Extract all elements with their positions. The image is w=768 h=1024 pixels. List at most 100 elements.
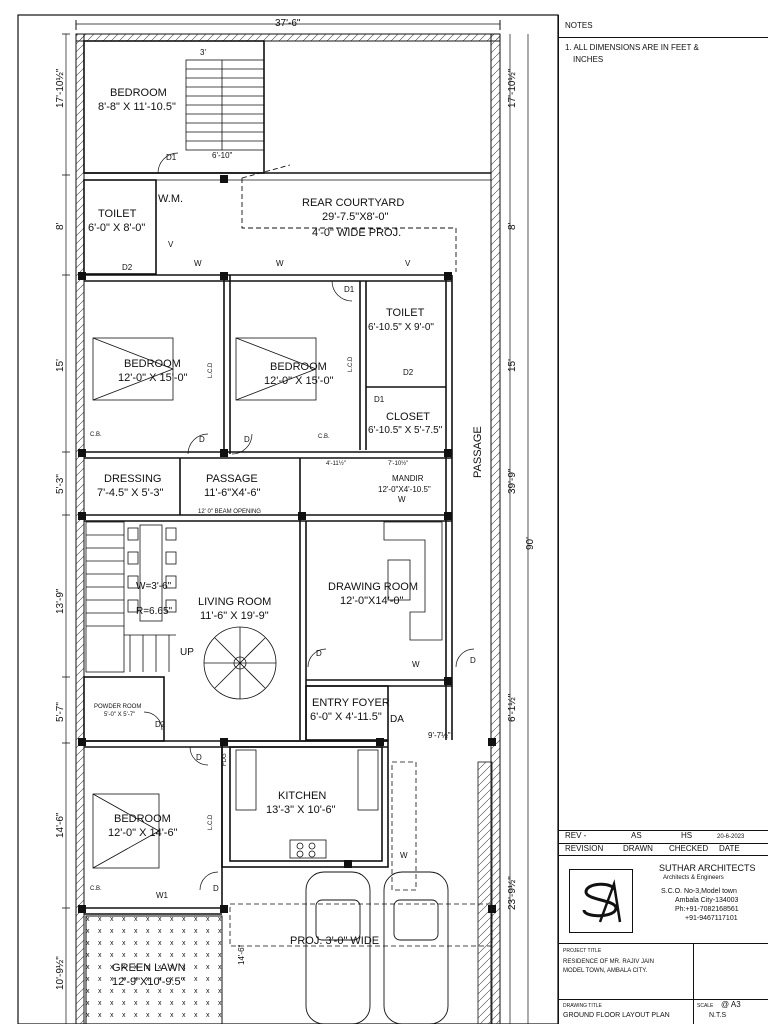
stair-up-label: UP <box>180 647 194 658</box>
rev-h2: DRAWN <box>623 844 653 853</box>
tag-d1-top: D1 <box>166 153 177 162</box>
right-dim-2: 8' <box>507 222 518 230</box>
staircase-top <box>185 59 265 151</box>
tag-lcd-1: L.C.D <box>208 362 214 378</box>
tag-d-passage: D <box>470 656 476 665</box>
project-line2: MODEL TOWN, AMBALA CITY. <box>563 968 648 974</box>
right-dim-3: 15' <box>507 359 518 372</box>
note-item-1b: INCHES <box>573 55 604 64</box>
right-dim-1: 17'-10½" <box>507 68 518 108</box>
left-dim-7: 14'-6" <box>55 812 66 838</box>
left-dim-5: 13'-9" <box>55 588 66 614</box>
tag-w-drawing: W <box>412 660 420 669</box>
tag-d-drawing: D <box>316 649 322 658</box>
scale-value: @ A3 <box>721 1000 741 1009</box>
room-labels: BEDROOM 8'-8" X 11'-10.5" TOILET 6'-0" X… <box>88 87 484 988</box>
title-block: NOTES 1. ALL DIMENSIONS ARE IN FEET & IN… <box>558 15 768 1024</box>
passage-mid-name: PASSAGE <box>206 473 258 485</box>
closet-name: CLOSET <box>386 411 430 423</box>
side-passage-hatch <box>477 761 493 1024</box>
overall-depth-text: 90' <box>525 537 536 550</box>
interior-walls <box>83 40 491 915</box>
project-line1: RESIDENCE OF MR. RAJIV JAIN <box>563 959 655 965</box>
firm-name: SUTHAR ARCHITECTS <box>659 863 756 873</box>
tag-w-mandir: W <box>398 495 406 504</box>
dim-610: 6'-10" <box>212 151 233 160</box>
tag-d2-toilet: D2 <box>122 263 133 272</box>
bedroom-a-name: BEDROOM <box>124 358 181 370</box>
firm-ph1: Ph:+91-7082168561 <box>675 906 739 913</box>
firm-addr1: S.C.O. No-3,Model town <box>661 888 737 895</box>
rear-courtyard-outline <box>241 164 457 272</box>
door-swings <box>143 152 475 891</box>
firm-tagline: Architects & Engineers <box>663 875 724 881</box>
passage-side-label: PASSAGE <box>472 426 484 478</box>
powder-room-name: POWDER ROOM <box>94 704 141 710</box>
closet-size: 6'-10.5" X 5'-7.5" <box>368 425 443 436</box>
toilet-right-name: TOILET <box>386 307 425 319</box>
left-dim-4: 5'-3" <box>55 474 66 494</box>
drawing-title: GROUND FLOOR LAYOUT PLAN <box>563 1012 670 1019</box>
bedroom-top-size: 8'-8" X 11'-10.5" <box>98 101 176 113</box>
tag-fdg: FDG <box>222 753 228 766</box>
tag-v-1: V <box>168 240 174 249</box>
outer-walls <box>75 33 501 1024</box>
green-lawn-name: GREEN LAWN <box>112 962 186 974</box>
firm-ph2: +91-9467117101 <box>685 915 738 922</box>
dim-3: 3' <box>200 48 206 57</box>
rev-as: AS <box>631 831 642 840</box>
right-dim-6: 23'-9½" <box>507 876 518 910</box>
tag-d-b: D <box>244 435 250 444</box>
right-dim-5: 6'-1½" <box>507 693 518 722</box>
columns <box>78 175 496 913</box>
dim-972: 9'-7½" <box>428 731 451 740</box>
project-label: PROJECT TITLE <box>563 948 602 954</box>
rev-hs: HS <box>681 831 693 840</box>
tag-d-a: D <box>199 435 205 444</box>
dim-4115: 4'-11½" <box>326 460 346 467</box>
overall-width-dim: 37'-6" <box>75 18 501 30</box>
tag-lcd-2: L.C.D <box>348 356 354 372</box>
tag-d1-bed: D1 <box>344 285 355 294</box>
left-dim-3: 15' <box>55 359 66 372</box>
proj-label: PROJ. 3'-0" WIDE <box>290 935 379 947</box>
tag-d2-toilet-r: D2 <box>403 368 414 377</box>
bedroom-c-name: BEDROOM <box>114 813 171 825</box>
bedroom-a-size: 12'-0" X 15'-0" <box>118 372 188 384</box>
rear-courtyard-size: 29'-7.5"X8'-0" <box>322 211 389 223</box>
kitchen-projection <box>391 761 417 891</box>
tag-cb-2: C.B. <box>318 434 330 440</box>
rear-courtyard-note: 4'-0" WIDE PROJ. <box>312 227 401 239</box>
firm-logo <box>569 869 633 933</box>
tag-lcd-3: L.C.D <box>208 814 214 830</box>
green-lawn-size: 12'-9"X10'-9.5" <box>112 976 185 988</box>
toilet-left-size: 6'-0" X 8'-0" <box>88 222 145 234</box>
bedroom-top-name: BEDROOM <box>110 87 167 99</box>
left-dim-chain: 17'-10½" 8' 15' 5'-3" 13'-9" 5'-7" 14'-6… <box>55 33 70 1024</box>
kitchen-name: KITCHEN <box>278 790 326 802</box>
tag-w-kitchen: W <box>400 851 408 860</box>
small-dims: 3' 6'-10" 4'-11½" 7'-10½" 9'-7½" 14'-6" … <box>198 48 451 965</box>
rev-h3: CHECKED <box>669 844 709 853</box>
tag-d-bedroom-c: D <box>196 753 202 762</box>
wm-label: W.M. <box>158 193 183 205</box>
sheet-border <box>17 14 559 1024</box>
tag-w-2: W <box>276 259 284 268</box>
toilet-left-name: TOILET <box>98 208 137 220</box>
dressing-name: DRESSING <box>104 473 161 485</box>
right-dim-4: 39'-9" <box>507 468 518 494</box>
tag-v-2: V <box>405 259 411 268</box>
rev-h4: DATE <box>719 844 740 853</box>
powder-room-size: 5'-0" X 5'-7" <box>104 712 135 718</box>
drawing-room-name: DRAWING ROOM <box>328 581 418 593</box>
tag-d-lawn: D <box>213 884 219 893</box>
parked-cars <box>305 871 449 1024</box>
tag-cb-3: C.B. <box>90 886 102 892</box>
dining-set <box>127 524 177 622</box>
nts-value: N.T.S <box>709 1012 727 1019</box>
scale-label: SCALE <box>697 1003 714 1009</box>
dressing-size: 7'-4.5" X 5'-3" <box>97 487 164 499</box>
notes-header: NOTES <box>559 15 768 38</box>
rev-h1: REVISION <box>565 844 604 853</box>
